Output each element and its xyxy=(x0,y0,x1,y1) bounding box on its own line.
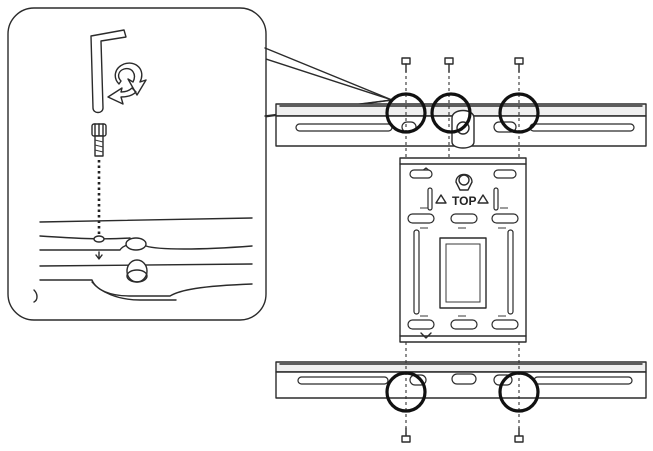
detail-callout xyxy=(7,7,393,321)
callout-circle-top-left xyxy=(385,92,427,134)
bottom-rail xyxy=(275,361,647,399)
rotate-clockwise-icon xyxy=(107,62,147,105)
screw-bottom-right xyxy=(514,427,524,443)
bracket-closeup xyxy=(33,217,253,303)
callout-circle-bottom-left xyxy=(385,371,427,413)
callout-box xyxy=(7,7,267,321)
screw-bottom-left xyxy=(401,427,411,443)
top-rail xyxy=(275,103,647,149)
screw-icon xyxy=(91,123,107,157)
callout-circle-bottom-right xyxy=(498,371,540,413)
screw-top-left xyxy=(401,57,411,73)
callout-circle-top-right xyxy=(498,92,540,134)
screw-top-right xyxy=(514,57,524,73)
screw-top-middle xyxy=(444,57,454,73)
mounting-plate: TOP xyxy=(399,157,527,343)
hex-key-icon xyxy=(90,29,127,114)
alignment-lines xyxy=(405,70,520,436)
plate-top-label: TOP xyxy=(452,194,476,208)
callout-circle-top-middle xyxy=(430,92,472,134)
